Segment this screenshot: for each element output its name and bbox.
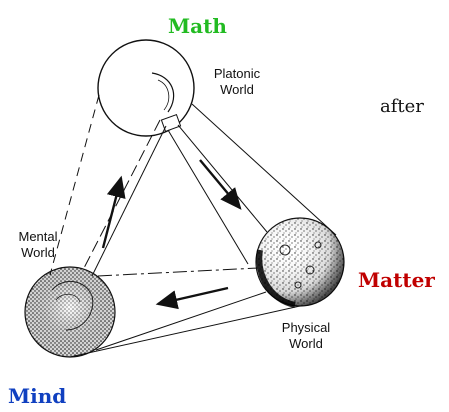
physical-world-line1: Physical <box>281 320 331 335</box>
mind-label: Mind <box>8 384 67 408</box>
physical-sphere <box>255 217 345 308</box>
connector-lines <box>49 94 337 358</box>
mental-sphere <box>24 266 116 358</box>
platonic-world-line1: Platonic <box>213 66 261 81</box>
platonic-sphere <box>97 39 195 137</box>
platonic-world-line2: World <box>220 82 254 97</box>
mental-world-line1: Mental <box>18 229 58 244</box>
mental-world-line2: World <box>21 245 55 260</box>
matter-label: Matter <box>358 268 435 292</box>
mental-world-label: Mental World <box>6 229 70 261</box>
physical-world-line2: World <box>289 336 323 351</box>
flow-arrows <box>101 159 242 310</box>
after-text: after <box>380 96 424 117</box>
platonic-world-label: Platonic World <box>202 66 272 98</box>
math-label: Math <box>168 14 227 38</box>
physical-world-label: Physical World <box>266 320 346 352</box>
